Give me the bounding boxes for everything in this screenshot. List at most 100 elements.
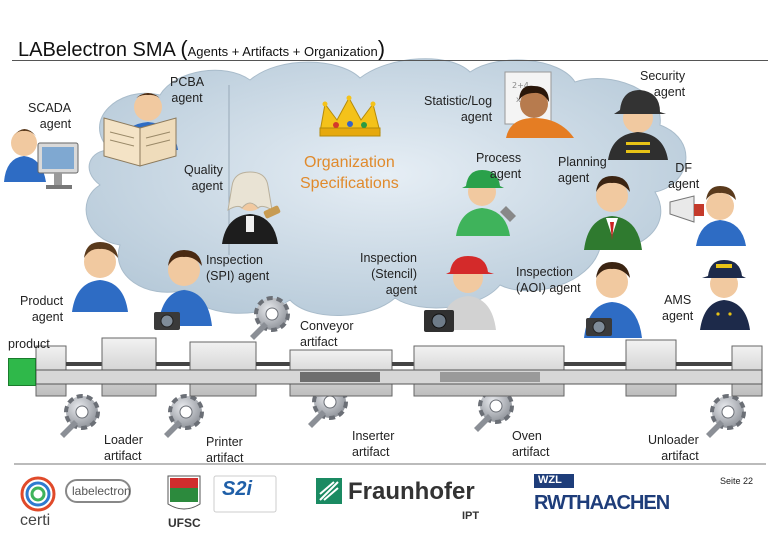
stencil-agent-label: Inspection (Stencil) agent bbox=[360, 250, 417, 298]
spi-line1: Inspection bbox=[206, 253, 263, 267]
planning-agent-figure bbox=[584, 176, 642, 250]
ufsc-logo-mark bbox=[167, 475, 201, 510]
stencil-line2: (Stencil) bbox=[371, 267, 417, 281]
planning-line1: Planning bbox=[558, 155, 607, 169]
scada-agent-figure bbox=[4, 129, 79, 189]
rwth-logo-text: RWTHAACHEN bbox=[534, 492, 670, 514]
printer-line1: Printer bbox=[206, 435, 243, 449]
loader-line1: Loader bbox=[104, 433, 143, 447]
product-line2: agent bbox=[31, 310, 64, 324]
scada-line2: agent bbox=[39, 117, 72, 131]
printer-line2: artifact bbox=[206, 451, 244, 465]
process-line2: agent bbox=[489, 167, 522, 181]
fraunhofer-logo-text: Fraunhofer bbox=[348, 478, 475, 505]
unloader-line1: Unloader bbox=[648, 433, 699, 447]
labelectron-logo-text: labelectron bbox=[72, 484, 131, 498]
df-agent-label: DF agent bbox=[668, 160, 699, 192]
conveyor-line2: artifact bbox=[300, 335, 338, 349]
security-agent-label: Security agent bbox=[640, 68, 685, 100]
oven-line2: artifact bbox=[512, 445, 550, 459]
organization-specifications-label: Organization Specifications bbox=[300, 152, 399, 194]
org-line1: Organization bbox=[304, 154, 395, 171]
s2i-logo-mark bbox=[213, 475, 277, 513]
conveyor-artifact-label: Conveyor artifact bbox=[300, 318, 354, 350]
product-label: product bbox=[8, 337, 50, 351]
smt-production-line bbox=[35, 337, 763, 397]
aoi-line2: (AOI) agent bbox=[516, 281, 581, 295]
scada-line1: SCADA bbox=[28, 101, 72, 115]
crown-icon bbox=[319, 95, 381, 137]
ams-agent-label: AMS agent bbox=[662, 292, 693, 324]
spi-agent-figure bbox=[154, 250, 212, 330]
statistic-line2: agent bbox=[460, 110, 493, 124]
wzl-logo-mark bbox=[534, 474, 574, 488]
statistic-agent-figure: 2+4 x·y bbox=[504, 71, 574, 138]
gear-icon-oven bbox=[474, 388, 514, 432]
org-line2: Specifications bbox=[300, 175, 399, 192]
security-agent-figure bbox=[608, 90, 668, 160]
pcba-line1: PCBA bbox=[170, 75, 205, 89]
quality-line2: agent bbox=[191, 179, 223, 193]
scada-agent-label: SCADA agent bbox=[28, 100, 71, 132]
product-line1: Product bbox=[20, 294, 64, 308]
stencil-agent-figure bbox=[424, 256, 496, 332]
statistic-agent-label: Statistic/Log agent bbox=[424, 93, 492, 125]
ams-agent-figure bbox=[700, 260, 750, 330]
oven-line1: Oven bbox=[512, 429, 542, 443]
title-sub: Agents + Artifacts + Organization bbox=[187, 44, 378, 59]
certi-logo-text: certi bbox=[20, 512, 51, 529]
inserter-line1: Inserter bbox=[352, 429, 395, 443]
quality-agent-label: Quality agent bbox=[184, 162, 223, 194]
wzl-logo-text: WZL bbox=[538, 474, 562, 486]
process-agent-figure bbox=[456, 170, 516, 236]
page-title: LABelectron SMA (Agents + Artifacts + Or… bbox=[18, 36, 385, 62]
fraunhofer-logo-mark bbox=[316, 478, 342, 504]
certi-logo-mark bbox=[20, 476, 56, 512]
pcba-agent-figure bbox=[103, 93, 178, 167]
product-box bbox=[8, 358, 36, 386]
df-line2: agent bbox=[668, 177, 700, 191]
loader-line2: artifact bbox=[104, 449, 142, 463]
spi-agent-label: Inspection (SPI) agent bbox=[206, 252, 269, 284]
process-line1: Process bbox=[476, 151, 522, 165]
page-number: Seite 22 bbox=[720, 476, 754, 486]
gear-icon-printer bbox=[164, 394, 204, 438]
labelectron-logo-mark bbox=[65, 479, 131, 503]
gear-icon-loader bbox=[60, 394, 100, 438]
inserter-artifact-label: Inserter artifact bbox=[352, 428, 394, 460]
svg-text:2+4: 2+4 bbox=[512, 81, 529, 90]
ams-line2: agent bbox=[662, 309, 694, 323]
s2i-logo-text: S2i bbox=[222, 478, 253, 500]
title-paren-open: ( bbox=[180, 36, 188, 61]
title-underline bbox=[12, 60, 768, 61]
conveyor-line1: Conveyor bbox=[300, 319, 354, 333]
df-agent-figure bbox=[669, 186, 746, 246]
product-agent-label: Product agent bbox=[20, 293, 63, 325]
pcba-agent-label: PCBA agent bbox=[170, 74, 204, 106]
planning-line2: agent bbox=[558, 171, 590, 185]
ams-line1: AMS bbox=[664, 293, 692, 307]
loader-artifact-label: Loader artifact bbox=[104, 432, 143, 464]
stencil-line1: Inspection bbox=[360, 251, 417, 265]
quality-agent-figure bbox=[222, 171, 281, 244]
planning-agent-label: Planning agent bbox=[558, 154, 607, 186]
aoi-agent-label: Inspection (AOI) agent bbox=[516, 264, 581, 296]
pcba-line2: agent bbox=[171, 91, 203, 105]
process-agent-label: Process agent bbox=[476, 150, 521, 182]
unloader-line2: artifact bbox=[661, 449, 699, 463]
security-line1: Security bbox=[640, 69, 686, 83]
title-paren-close: ) bbox=[377, 36, 386, 61]
gear-icon-unloader bbox=[706, 394, 746, 438]
security-line2: agent bbox=[653, 85, 686, 99]
quality-line1: Quality bbox=[184, 163, 223, 177]
aoi-agent-figure bbox=[584, 262, 642, 338]
title-main: LABelectron SMA bbox=[18, 39, 175, 61]
aoi-line1: Inspection bbox=[516, 265, 573, 279]
stencil-line3: agent bbox=[385, 283, 417, 297]
df-line1: DF bbox=[675, 161, 692, 175]
ipt-logo-text: IPT bbox=[462, 510, 480, 522]
spi-line2: (SPI) agent bbox=[206, 269, 270, 283]
ufsc-logo-text: UFSC bbox=[168, 516, 201, 530]
product-agent-figure bbox=[72, 242, 128, 312]
